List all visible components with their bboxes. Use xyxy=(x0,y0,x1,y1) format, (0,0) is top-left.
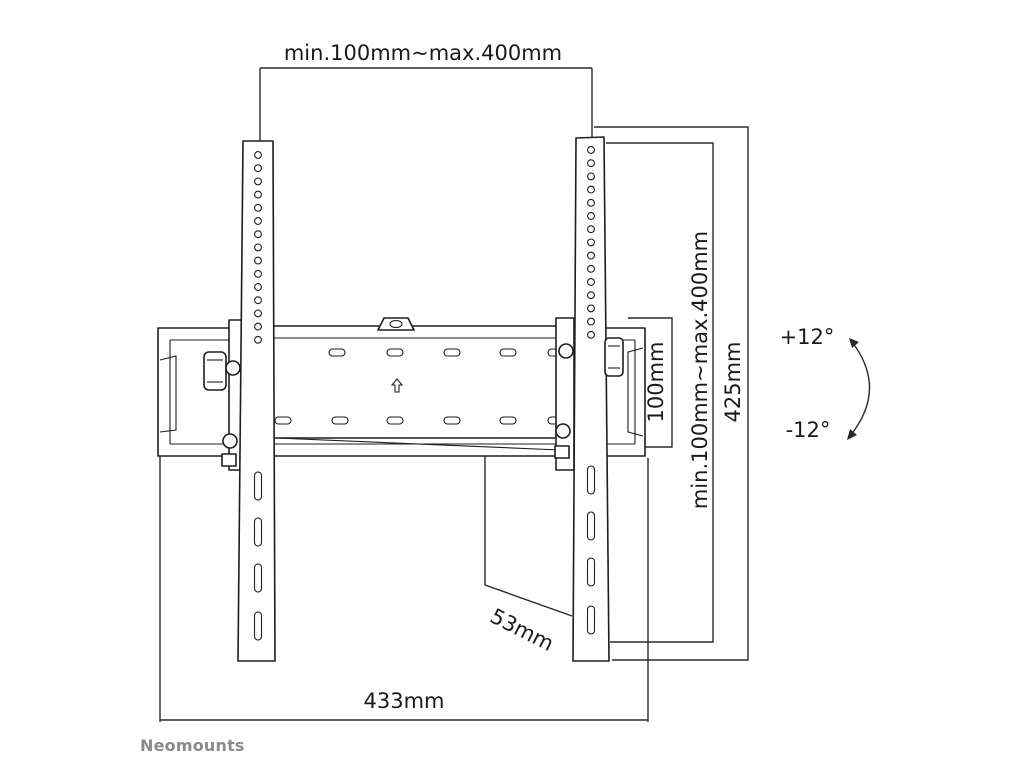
mounting-hole xyxy=(587,278,595,286)
mounting-hole xyxy=(587,185,595,194)
tilt-arc xyxy=(849,341,871,437)
top-hook xyxy=(377,317,415,331)
tilt-arrow xyxy=(847,338,871,440)
mounting-hole xyxy=(254,269,262,278)
tilt-up-label: +12° xyxy=(780,325,835,349)
mounting-slot xyxy=(586,465,596,495)
up-arrow-icon xyxy=(390,378,404,393)
plate-height-dimension xyxy=(628,317,673,448)
right-upper-bolt xyxy=(558,343,574,359)
hook-hole xyxy=(389,319,403,329)
plate-body xyxy=(267,325,569,439)
mounting-slot xyxy=(253,517,263,547)
total-width-label: 433mm xyxy=(364,689,445,713)
mounting-hole xyxy=(254,151,262,159)
mounting-hole xyxy=(254,335,262,344)
tilt-down-label: -12° xyxy=(786,418,831,442)
mounting-hole xyxy=(254,177,262,186)
mounting-hole xyxy=(254,296,262,305)
vertical-spacing-dimension xyxy=(606,142,714,643)
rail-left-end xyxy=(159,355,177,433)
top-spacing-label: min.100mm~max.400mm xyxy=(284,41,562,65)
mounting-hole xyxy=(254,203,262,212)
rail-right-end xyxy=(627,347,644,437)
tilt-arrow-down-head-icon xyxy=(847,429,857,440)
mounting-slot xyxy=(586,605,596,635)
left-tilt-knob xyxy=(203,351,227,391)
plate-slot xyxy=(274,416,292,425)
mounting-hole xyxy=(587,172,595,181)
right-lower-nut xyxy=(554,445,570,459)
plate-slot xyxy=(443,416,461,425)
hardware xyxy=(203,337,624,467)
plate-slot xyxy=(331,416,349,425)
mounting-hole xyxy=(254,322,262,331)
right-arm-holes xyxy=(586,146,596,635)
mounting-hole xyxy=(587,317,595,326)
left-arm-holes xyxy=(253,151,263,641)
mounting-slot xyxy=(586,511,596,541)
mounting-hole xyxy=(587,212,595,220)
dimension-lines xyxy=(159,67,749,722)
plate-slot xyxy=(328,348,346,357)
left-arm-body xyxy=(237,140,276,662)
mounting-hole xyxy=(587,238,595,247)
mounting-hole xyxy=(254,256,262,265)
mounting-hole xyxy=(587,198,595,207)
total-height-dimension xyxy=(594,126,749,661)
brand-logo: Neomounts xyxy=(140,736,245,755)
plate-slot xyxy=(443,348,461,357)
mounting-hole xyxy=(587,304,595,313)
right-arm-body xyxy=(572,136,610,662)
plate-slot xyxy=(499,348,517,357)
mounting-hole xyxy=(587,291,595,300)
depth-dimension xyxy=(484,438,573,617)
mounting-slot xyxy=(253,563,263,593)
vertical-spacing-label: min.100mm~max.400mm xyxy=(688,231,712,509)
plate-height-label: 100mm xyxy=(644,342,668,423)
right-arm xyxy=(572,136,610,662)
plate-slot xyxy=(499,416,517,425)
depth-label: 53mm xyxy=(486,604,557,656)
tilt-arrow-up-head-icon xyxy=(849,338,859,348)
mounting-hole xyxy=(587,264,595,273)
mounting-slot xyxy=(586,557,596,587)
right-lower-bolt xyxy=(555,423,571,439)
mounting-hole xyxy=(254,190,262,199)
plate-slot xyxy=(386,348,404,357)
mounting-hole xyxy=(254,309,262,318)
mounting-hole xyxy=(254,164,262,173)
mounting-hole xyxy=(587,330,595,339)
mounting-hole xyxy=(587,159,595,168)
mounting-hole xyxy=(254,217,262,225)
plate-bottom-lip xyxy=(275,437,561,451)
left-arm xyxy=(237,140,276,662)
mounting-slot xyxy=(253,471,263,501)
mounting-hole xyxy=(587,251,595,260)
mounting-hole xyxy=(254,283,262,291)
center-plate xyxy=(267,317,569,451)
left-upper-bolt xyxy=(225,360,241,376)
left-lower-bolt xyxy=(222,433,238,449)
plate-slot xyxy=(386,416,404,425)
mounting-hole xyxy=(587,225,595,234)
right-tilt-knob xyxy=(604,337,624,377)
mounting-hole xyxy=(587,146,595,154)
total-height-label: 425mm xyxy=(721,342,745,423)
mounting-slot xyxy=(253,611,263,641)
left-lower-nut xyxy=(221,453,237,467)
mounting-hole xyxy=(254,230,262,239)
mounting-hole xyxy=(254,243,262,252)
